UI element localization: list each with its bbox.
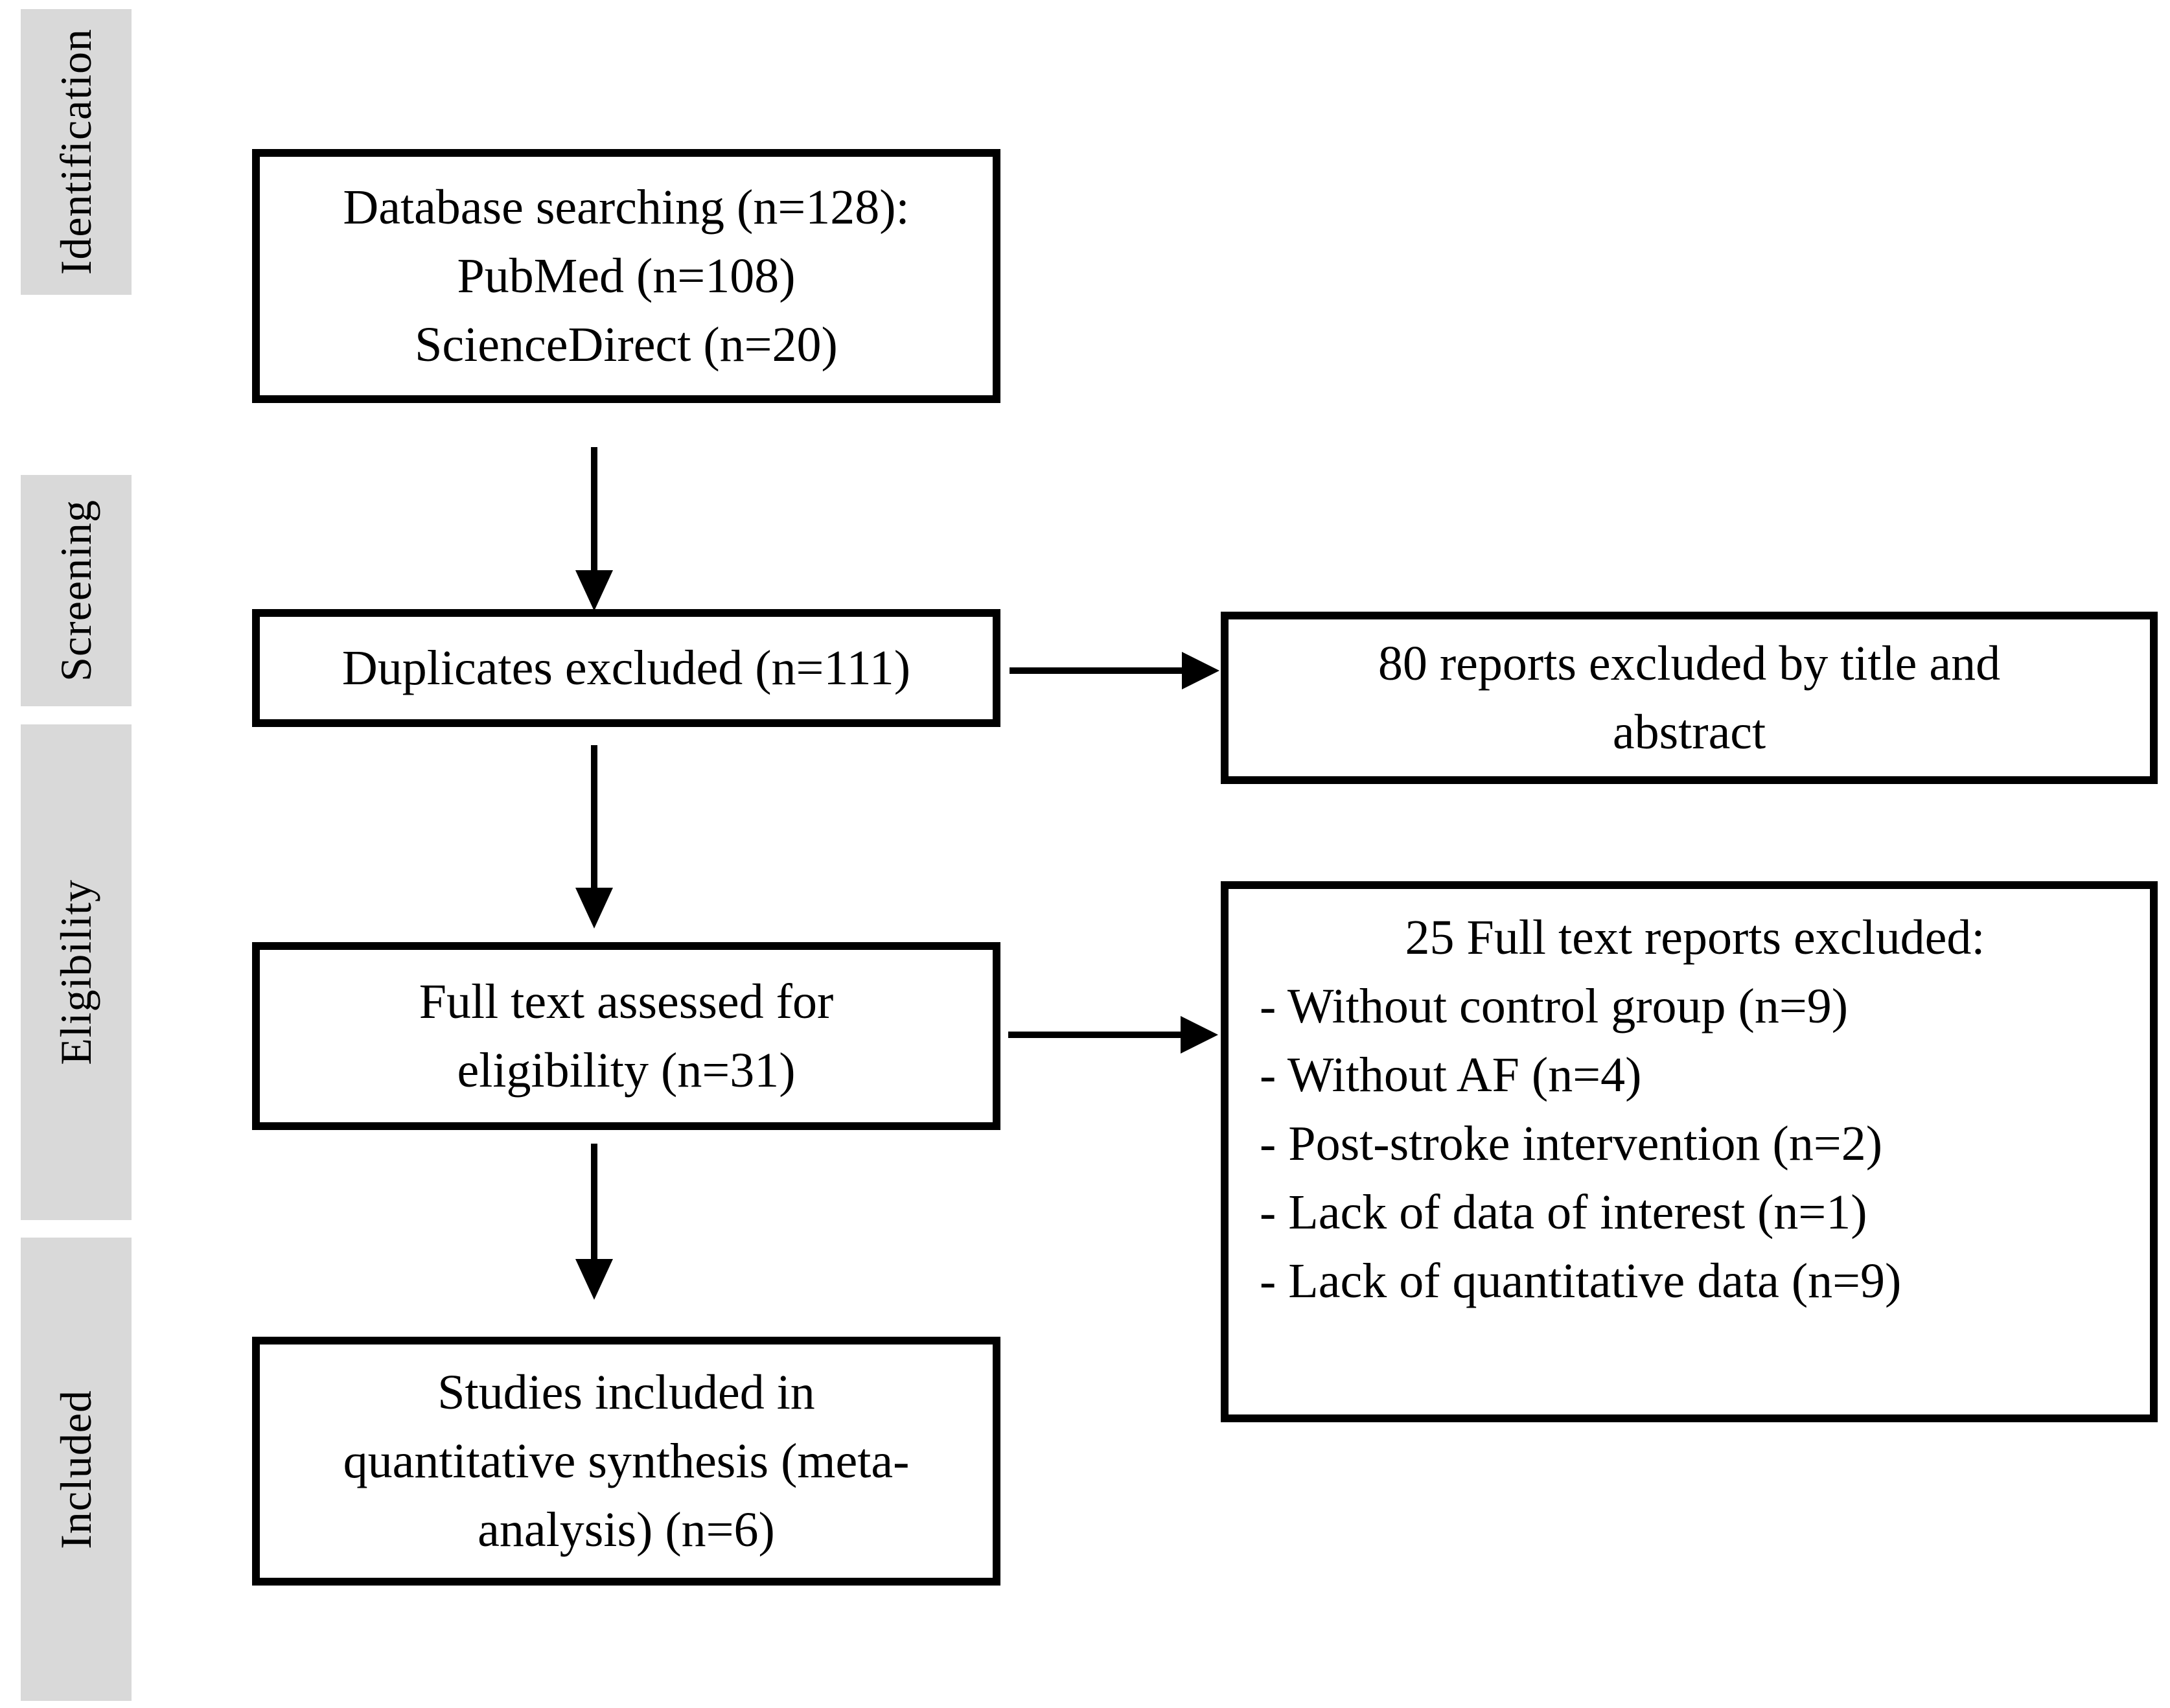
stage-label-included: Included: [51, 1389, 100, 1549]
pubmed-line: PubMed (n=108): [457, 249, 796, 303]
arrow-shaft: [591, 1144, 597, 1260]
arrow-head-icon: [1182, 652, 1219, 689]
exclusion-reason-item: - Lack of data of interest (n=1): [1260, 1185, 1867, 1240]
exclusion-reason-item: - Lack of quantitative data (n=9): [1260, 1254, 1902, 1308]
stage-label-screening: Screening: [51, 500, 100, 682]
stage-bar-screening: Screening: [21, 475, 132, 706]
duplicates-excluded-box: Duplicates excluded (n=111): [252, 609, 1000, 727]
arrow-head-icon: [575, 1259, 613, 1300]
stage-label-eligibility: Eligibility: [51, 879, 100, 1065]
full-text-assessed-box: Full text assessed for eligibility (n=31…: [252, 942, 1000, 1130]
studies-included-box: Studies included in quantitative synthes…: [252, 1337, 1000, 1586]
exclusion-reason-item: - Without control group (n=9): [1260, 979, 1849, 1033]
full-text-assessed-line: Full text assessed for: [419, 975, 834, 1029]
exclusion-reason-item: - Post-stroke intervention (n=2): [1260, 1116, 1883, 1171]
arrow-shaft: [1010, 667, 1184, 674]
excluded-title-abstract-box: 80 reports excluded by title and abstrac…: [1221, 612, 2158, 784]
exclusion-reason-item: - Without AF (n=4): [1260, 1048, 1642, 1102]
stage-bar-eligibility: Eligibility: [21, 724, 132, 1220]
database-searching-line: Database searching (n=128):: [343, 180, 910, 235]
arrow-shaft: [591, 447, 597, 571]
excluded-full-text-heading: 25 Full text reports excluded:: [1405, 910, 1985, 965]
arrow-head-icon: [1181, 1016, 1218, 1054]
eligibility-count-line: eligibility (n=31): [457, 1043, 796, 1098]
studies-included-line: Studies included in: [437, 1365, 815, 1420]
database-searching-box: Database searching (n=128): PubMed (n=10…: [252, 149, 1000, 403]
duplicates-excluded-line: Duplicates excluded (n=111): [341, 641, 911, 695]
meta-analysis-count-line: analysis) (n=6): [478, 1503, 775, 1557]
stage-bar-identification: Identification: [21, 9, 132, 295]
excluded-title-abstract-line: 80 reports excluded by title and: [1378, 636, 2001, 691]
excluded-full-text-box: 25 Full text reports excluded: - Without…: [1221, 881, 2158, 1422]
arrow-shaft: [591, 745, 597, 889]
stage-label-identification: Identification: [51, 29, 100, 275]
arrow-head-icon: [575, 570, 613, 611]
sciencedirect-line: ScienceDirect (n=20): [415, 317, 838, 372]
arrow-head-icon: [575, 888, 613, 929]
arrow-shaft: [1008, 1032, 1183, 1038]
excluded-abstract-line: abstract: [1612, 705, 1766, 759]
stage-bar-included: Included: [21, 1238, 132, 1701]
quantitative-synthesis-line: quantitative synthesis (meta-: [343, 1434, 910, 1488]
